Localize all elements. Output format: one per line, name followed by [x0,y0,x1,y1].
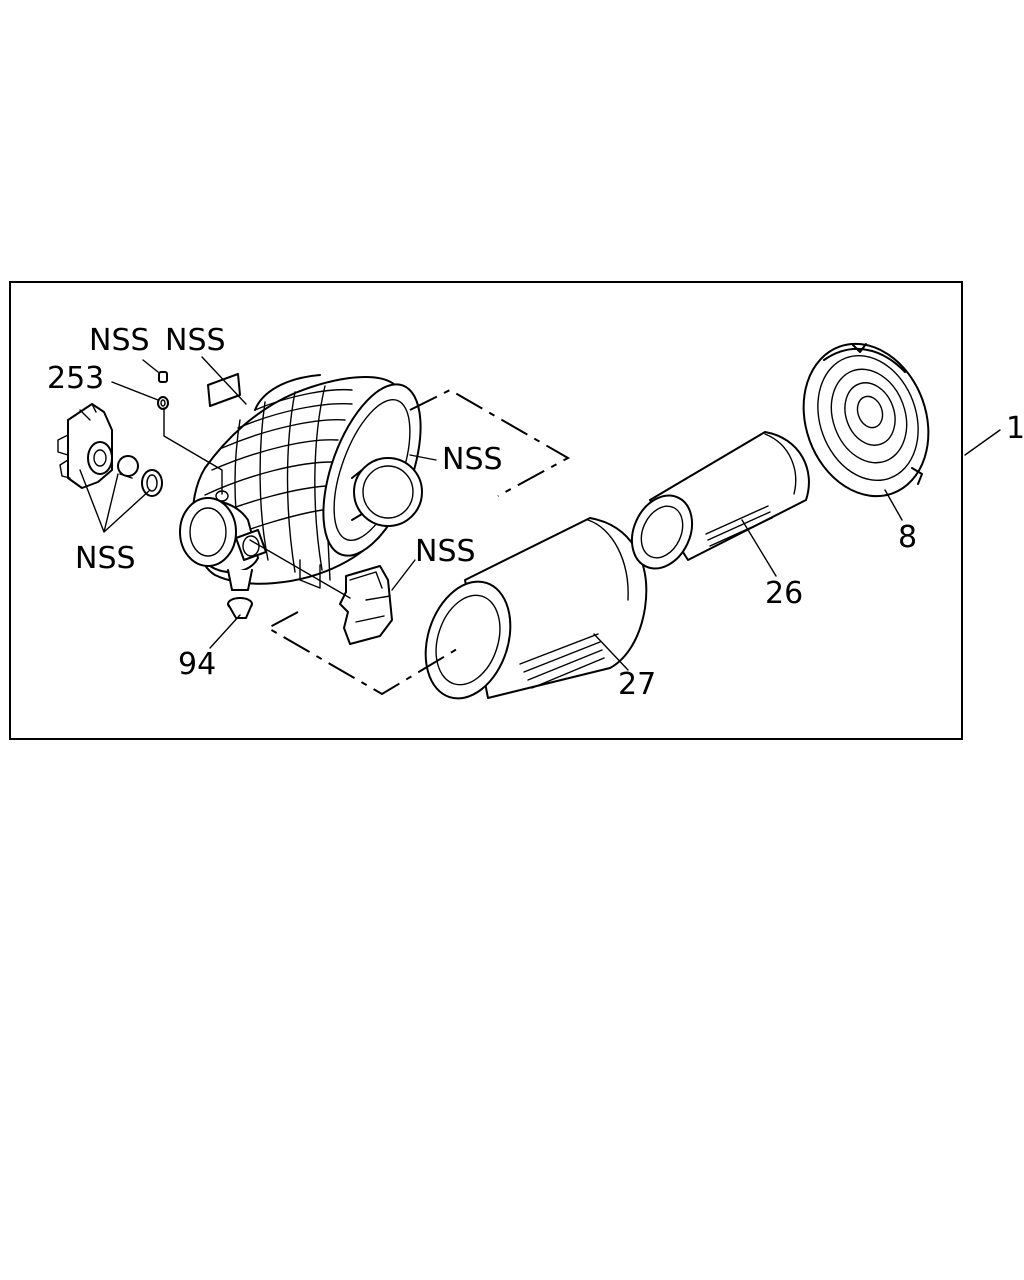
callout-nss-top-right: NSS [165,323,226,358]
callout-nss-bracket-left: NSS [75,541,136,576]
leader-lines [79,356,1001,671]
inner-filter-element-26 [630,431,810,570]
outer-filter-element-27 [424,517,648,700]
callout-27: 27 [618,667,656,702]
diagram-frame [9,281,963,740]
callout-nss-bracket-right: NSS [415,534,476,569]
fitting-253 [157,371,169,410]
callout-1: 1 [1006,411,1024,446]
drain-valve-94 [227,597,253,619]
callout-253: 253 [47,361,104,396]
callout-nss-housing: NSS [442,442,503,477]
air-cleaner-housing [179,374,423,591]
label-plate [207,373,241,407]
bracket-right [339,565,393,645]
cover-8 [802,342,930,498]
bracket-left [57,403,163,497]
callout-26: 26 [765,576,803,611]
callout-94: 94 [178,647,216,682]
callout-nss-top-left: NSS [89,323,150,358]
callout-8: 8 [898,520,917,555]
assembly-guide-lines [265,388,571,696]
